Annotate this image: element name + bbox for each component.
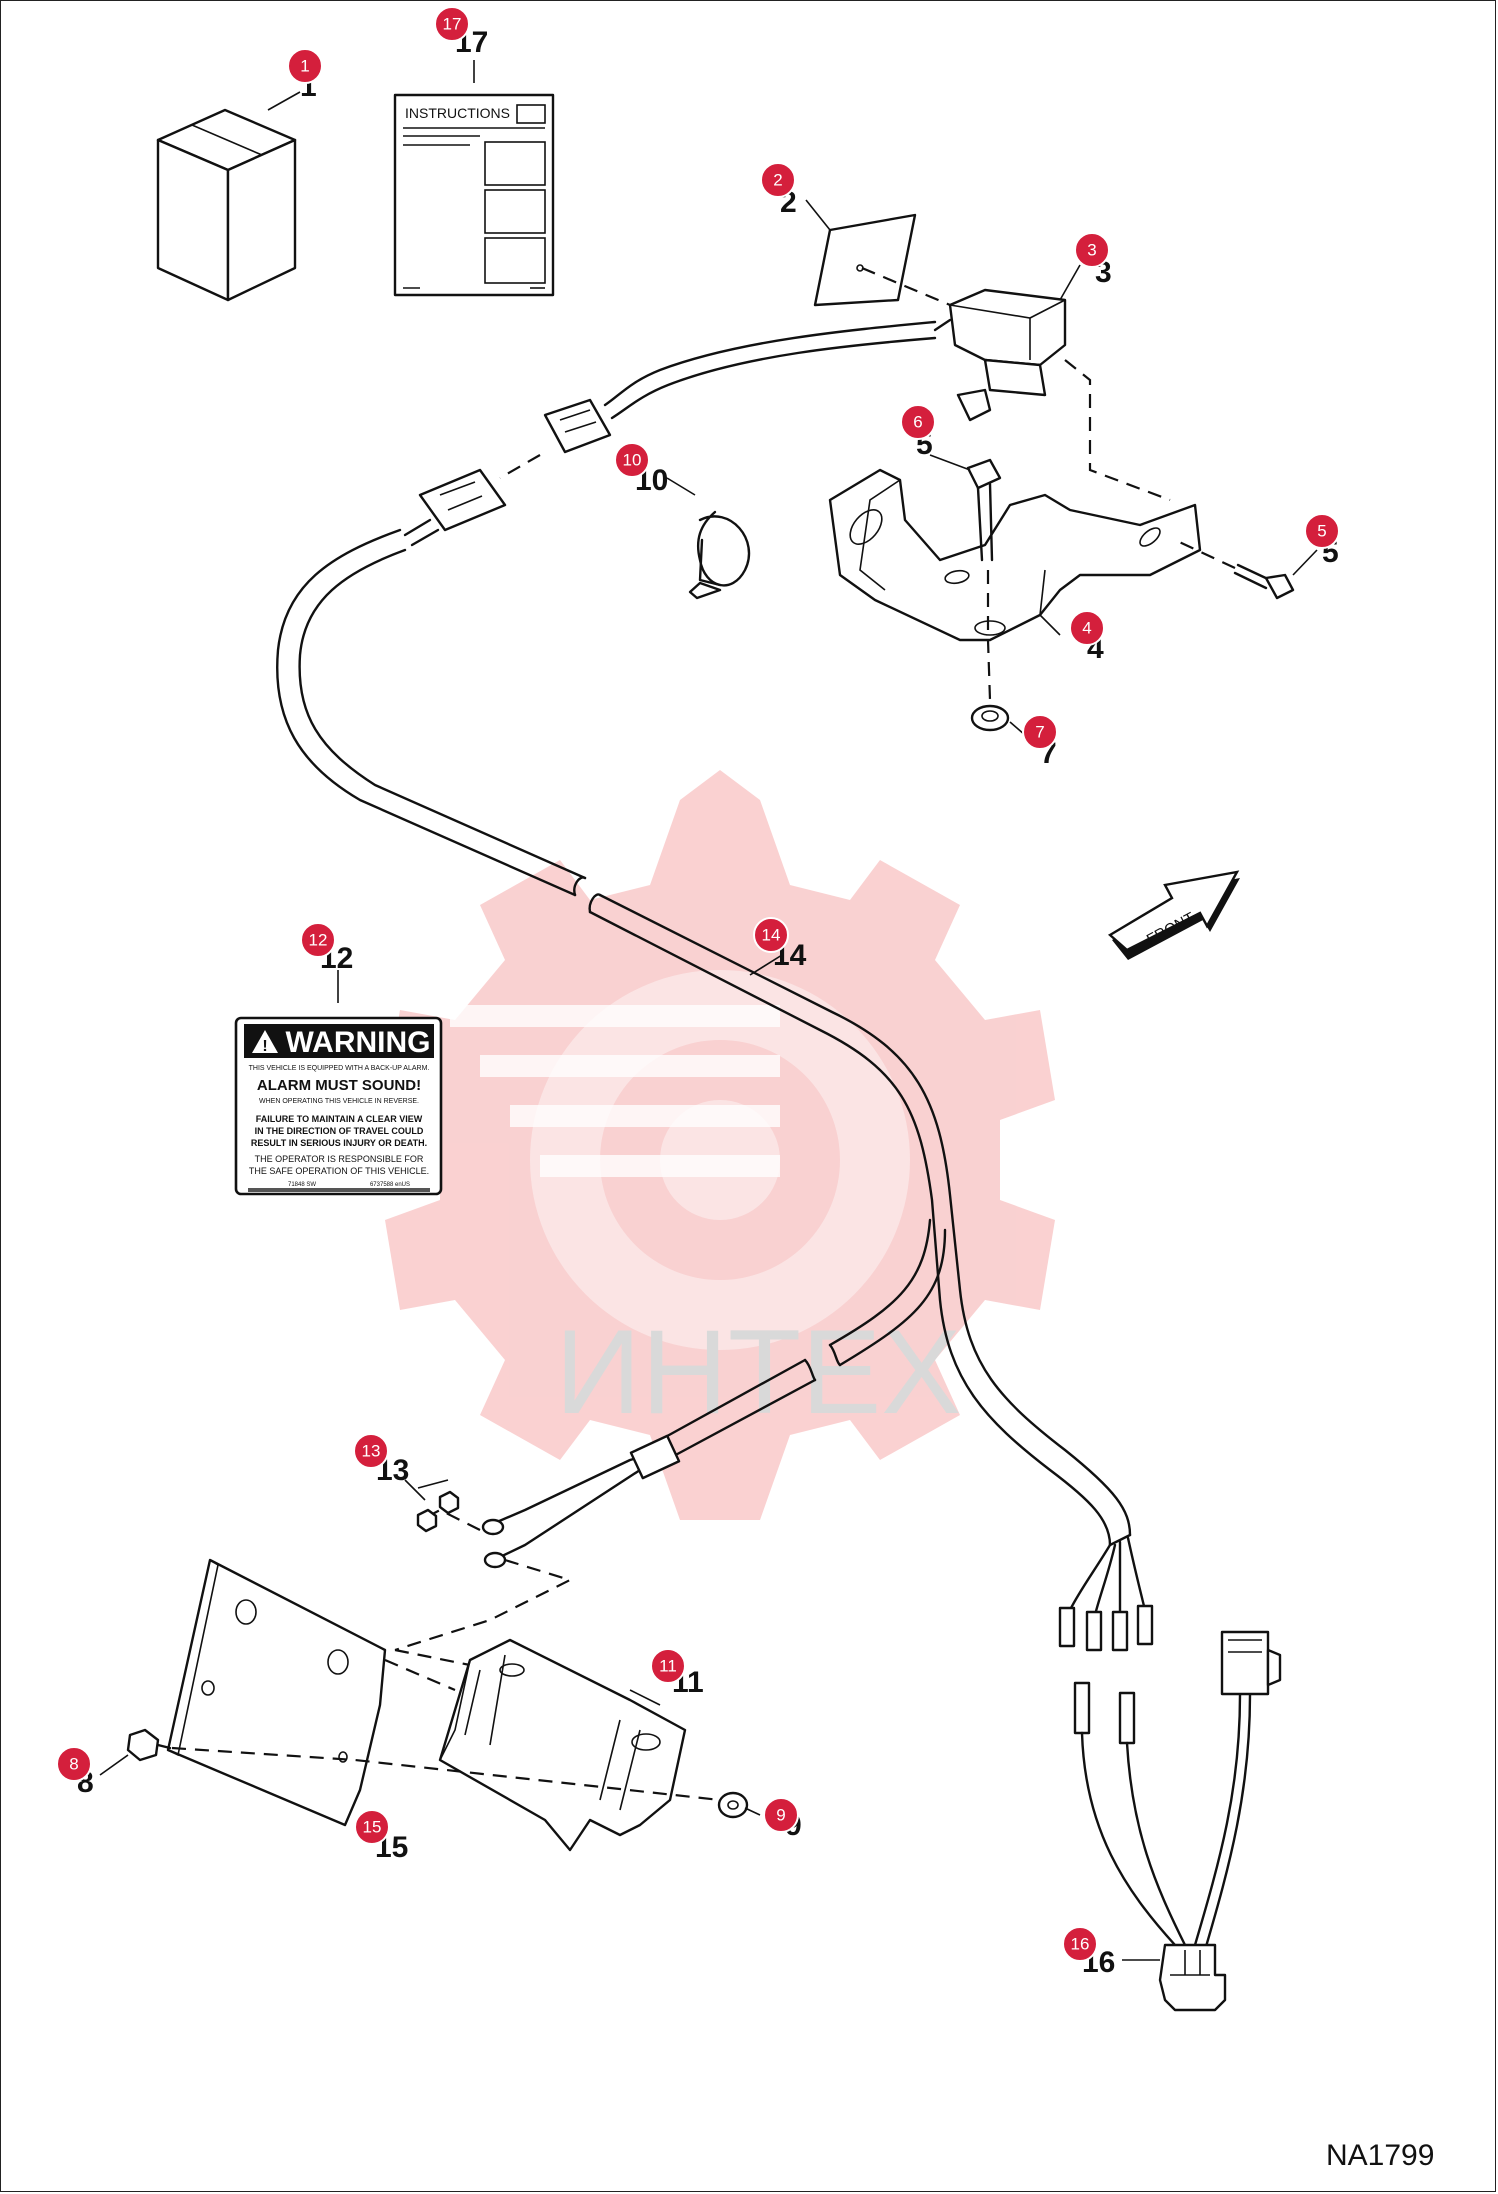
svg-text:!: !: [262, 1038, 267, 1055]
badge-4: 4: [1069, 610, 1105, 646]
badge-1: 1: [287, 48, 323, 84]
watermark-logo: [385, 770, 1055, 1520]
part-2-gasket: [813, 213, 917, 307]
badge-10: 10: [614, 442, 650, 478]
badge-8: 8: [56, 1746, 92, 1782]
warning-line4c: RESULT IN SERIOUS INJURY OR DEATH.: [251, 1138, 427, 1148]
badge-17: 17: [434, 6, 470, 42]
part-12-warning-decal: ! WARNING THIS VEHICLE IS EQUIPPED WITH …: [234, 1016, 443, 1196]
part-9-washer: [717, 1791, 749, 1819]
part-1-box: [156, 108, 297, 302]
connector-male: [418, 468, 507, 532]
warning-line3: WHEN OPERATING THIS VEHICLE IN REVERSE.: [259, 1098, 419, 1105]
warning-line5a: THE OPERATOR IS RESPONSIBLE FOR: [255, 1154, 424, 1164]
svg-text:12: 12: [309, 931, 328, 950]
badge-6: 6: [900, 404, 936, 440]
svg-text:5: 5: [1317, 522, 1326, 541]
svg-text:15: 15: [363, 1818, 382, 1837]
warning-footer-left: 71848 SW: [288, 1182, 316, 1188]
part-17-instructions-sheet: INSTRUCTIONS: [393, 93, 555, 297]
badge-15: 15: [354, 1809, 390, 1845]
figure-code: NA1799: [1326, 2139, 1434, 2172]
part-13-nuts: [404, 1479, 460, 1533]
ring-terminals: [481, 1518, 507, 1569]
svg-text:14: 14: [762, 926, 781, 945]
connector-female: [543, 398, 612, 454]
part-3-switch: [933, 288, 1067, 422]
warning-line4b: IN THE DIRECTION OF TRAVEL COULD: [255, 1126, 424, 1136]
pigtail-terminals: [1058, 1604, 1154, 1652]
svg-text:4: 4: [1082, 619, 1091, 638]
index-badges: 1 17 2 3 6 10 5 4 7 12 14 13 11 8 9 15 1…: [56, 6, 1340, 1962]
part-4-bracket: [828, 468, 1202, 642]
warning-header: WARNING: [286, 1026, 431, 1059]
badge-13: 13: [353, 1433, 389, 1469]
svg-text:7: 7: [1035, 723, 1044, 742]
svg-text:9: 9: [776, 1806, 785, 1825]
part-6-bolt: [966, 458, 1002, 562]
front-arrow: FRONT: [1107, 870, 1240, 960]
svg-text:11: 11: [659, 1657, 677, 1676]
svg-text:2: 2: [773, 171, 782, 190]
badge-9: 9: [763, 1797, 799, 1833]
badge-3: 3: [1074, 232, 1110, 268]
callout-numbers: 1 17 2 3 5 10 5 4 7 12 14 13 11 8 9 15 1…: [77, 26, 1339, 1979]
warning-line2: ALARM MUST SOUND!: [257, 1077, 421, 1094]
svg-text:17: 17: [443, 15, 462, 34]
svg-text:1: 1: [300, 57, 309, 76]
badge-7: 7: [1022, 714, 1058, 750]
watermark-text: ИНТЕХ: [555, 1305, 961, 1439]
svg-text:3: 3: [1087, 241, 1096, 260]
svg-text:10: 10: [623, 451, 642, 470]
svg-text:16: 16: [1071, 1935, 1090, 1954]
part-5-screw: [1233, 563, 1295, 600]
badge-11: 11: [650, 1648, 686, 1684]
part-10-cable-tie: [688, 510, 751, 600]
badge-14: 14: [753, 917, 789, 953]
svg-text:8: 8: [69, 1755, 78, 1774]
badge-2: 2: [760, 162, 796, 198]
instructions-title: INSTRUCTIONS: [405, 105, 510, 121]
part-16-relay-harness: [1073, 1630, 1282, 2012]
warning-line5b: THE SAFE OPERATION OF THIS VEHICLE.: [249, 1166, 429, 1176]
warning-line4a: FAILURE TO MAINTAIN A CLEAR VIEW: [256, 1114, 423, 1124]
part-11-alarm: [438, 1638, 687, 1852]
warning-footer-right: 6737588 enUS: [370, 1182, 410, 1188]
svg-text:6: 6: [913, 413, 922, 432]
badge-12: 12: [300, 922, 336, 958]
warning-line1: THIS VEHICLE IS EQUIPPED WITH A BACK-UP …: [249, 1065, 430, 1072]
part-15-mounting-plate: [166, 1558, 387, 1827]
svg-text:13: 13: [362, 1442, 381, 1461]
badge-16: 16: [1062, 1926, 1098, 1962]
part-7-nut: [970, 704, 1010, 732]
badge-5: 5: [1304, 513, 1340, 549]
part-8-bolt: [126, 1728, 172, 1762]
